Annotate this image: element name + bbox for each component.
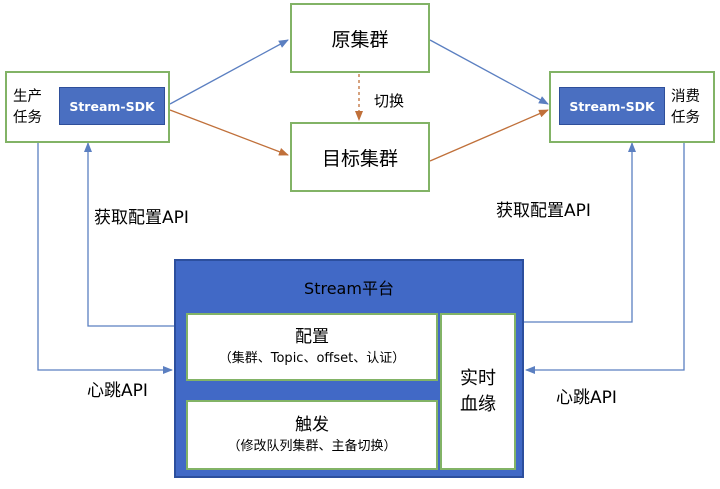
- switch-label: 切换: [374, 92, 405, 110]
- producer-task-box: 生产 任务 Stream-SDK: [5, 71, 170, 143]
- heartbeat-api-right-label: 心跳API: [556, 388, 617, 408]
- trigger-title: 触发: [295, 415, 329, 435]
- get-config-api-right-label: 获取配置API: [496, 201, 591, 221]
- target-cluster-label: 目标集群: [321, 147, 398, 170]
- arrow-heartbeat-left: [37, 142, 173, 374]
- target-cluster-box: 目标集群: [290, 122, 430, 192]
- config-detail: （集群、Topic、offset、认证）: [218, 351, 406, 366]
- heartbeat-api-left-label: 心跳API: [87, 381, 148, 401]
- config-box: 配置 （集群、Topic、offset、认证）: [186, 313, 438, 381]
- consumer-label-line1: 消费: [671, 89, 700, 105]
- lineage-line1: 实时: [460, 367, 496, 389]
- trigger-detail: （修改队列集群、主备切换）: [227, 439, 397, 454]
- consumer-sdk-box: Stream-SDK: [559, 87, 665, 125]
- arrow-get-config-right: [524, 142, 636, 323]
- consumer-task-label: 消费 任务: [671, 87, 700, 129]
- get-config-api-left-label: 获取配置API: [94, 208, 189, 228]
- arrow-producer-to-target: [169, 109, 289, 156]
- arrow-heartbeat-right: [525, 142, 685, 374]
- consumer-task-box: Stream-SDK 消费 任务: [549, 71, 715, 143]
- arrow-target-to-consumer: [429, 109, 549, 162]
- source-cluster-label: 原集群: [331, 28, 389, 51]
- stream-platform-title: Stream平台: [304, 279, 394, 298]
- source-cluster-box: 原集群: [290, 3, 430, 73]
- trigger-box: 触发 （修改队列集群、主备切换）: [186, 400, 438, 470]
- lineage-line2: 血缘: [460, 393, 496, 415]
- arrow-get-config-left: [84, 142, 174, 327]
- config-title: 配置: [295, 327, 329, 347]
- producer-task-label: 生产 任务: [13, 87, 42, 129]
- producer-label-line1: 生产: [13, 89, 42, 105]
- arrow-producer-to-source: [169, 39, 289, 105]
- arrow-source-to-consumer: [429, 39, 549, 105]
- lineage-box: 实时 血缘: [440, 313, 516, 470]
- producer-label-line2: 任务: [13, 110, 42, 126]
- producer-sdk-box: Stream-SDK: [59, 87, 165, 125]
- consumer-label-line2: 任务: [671, 110, 700, 126]
- stream-platform-box: Stream平台 配置 （集群、Topic、offset、认证） 触发 （修改队…: [174, 259, 524, 478]
